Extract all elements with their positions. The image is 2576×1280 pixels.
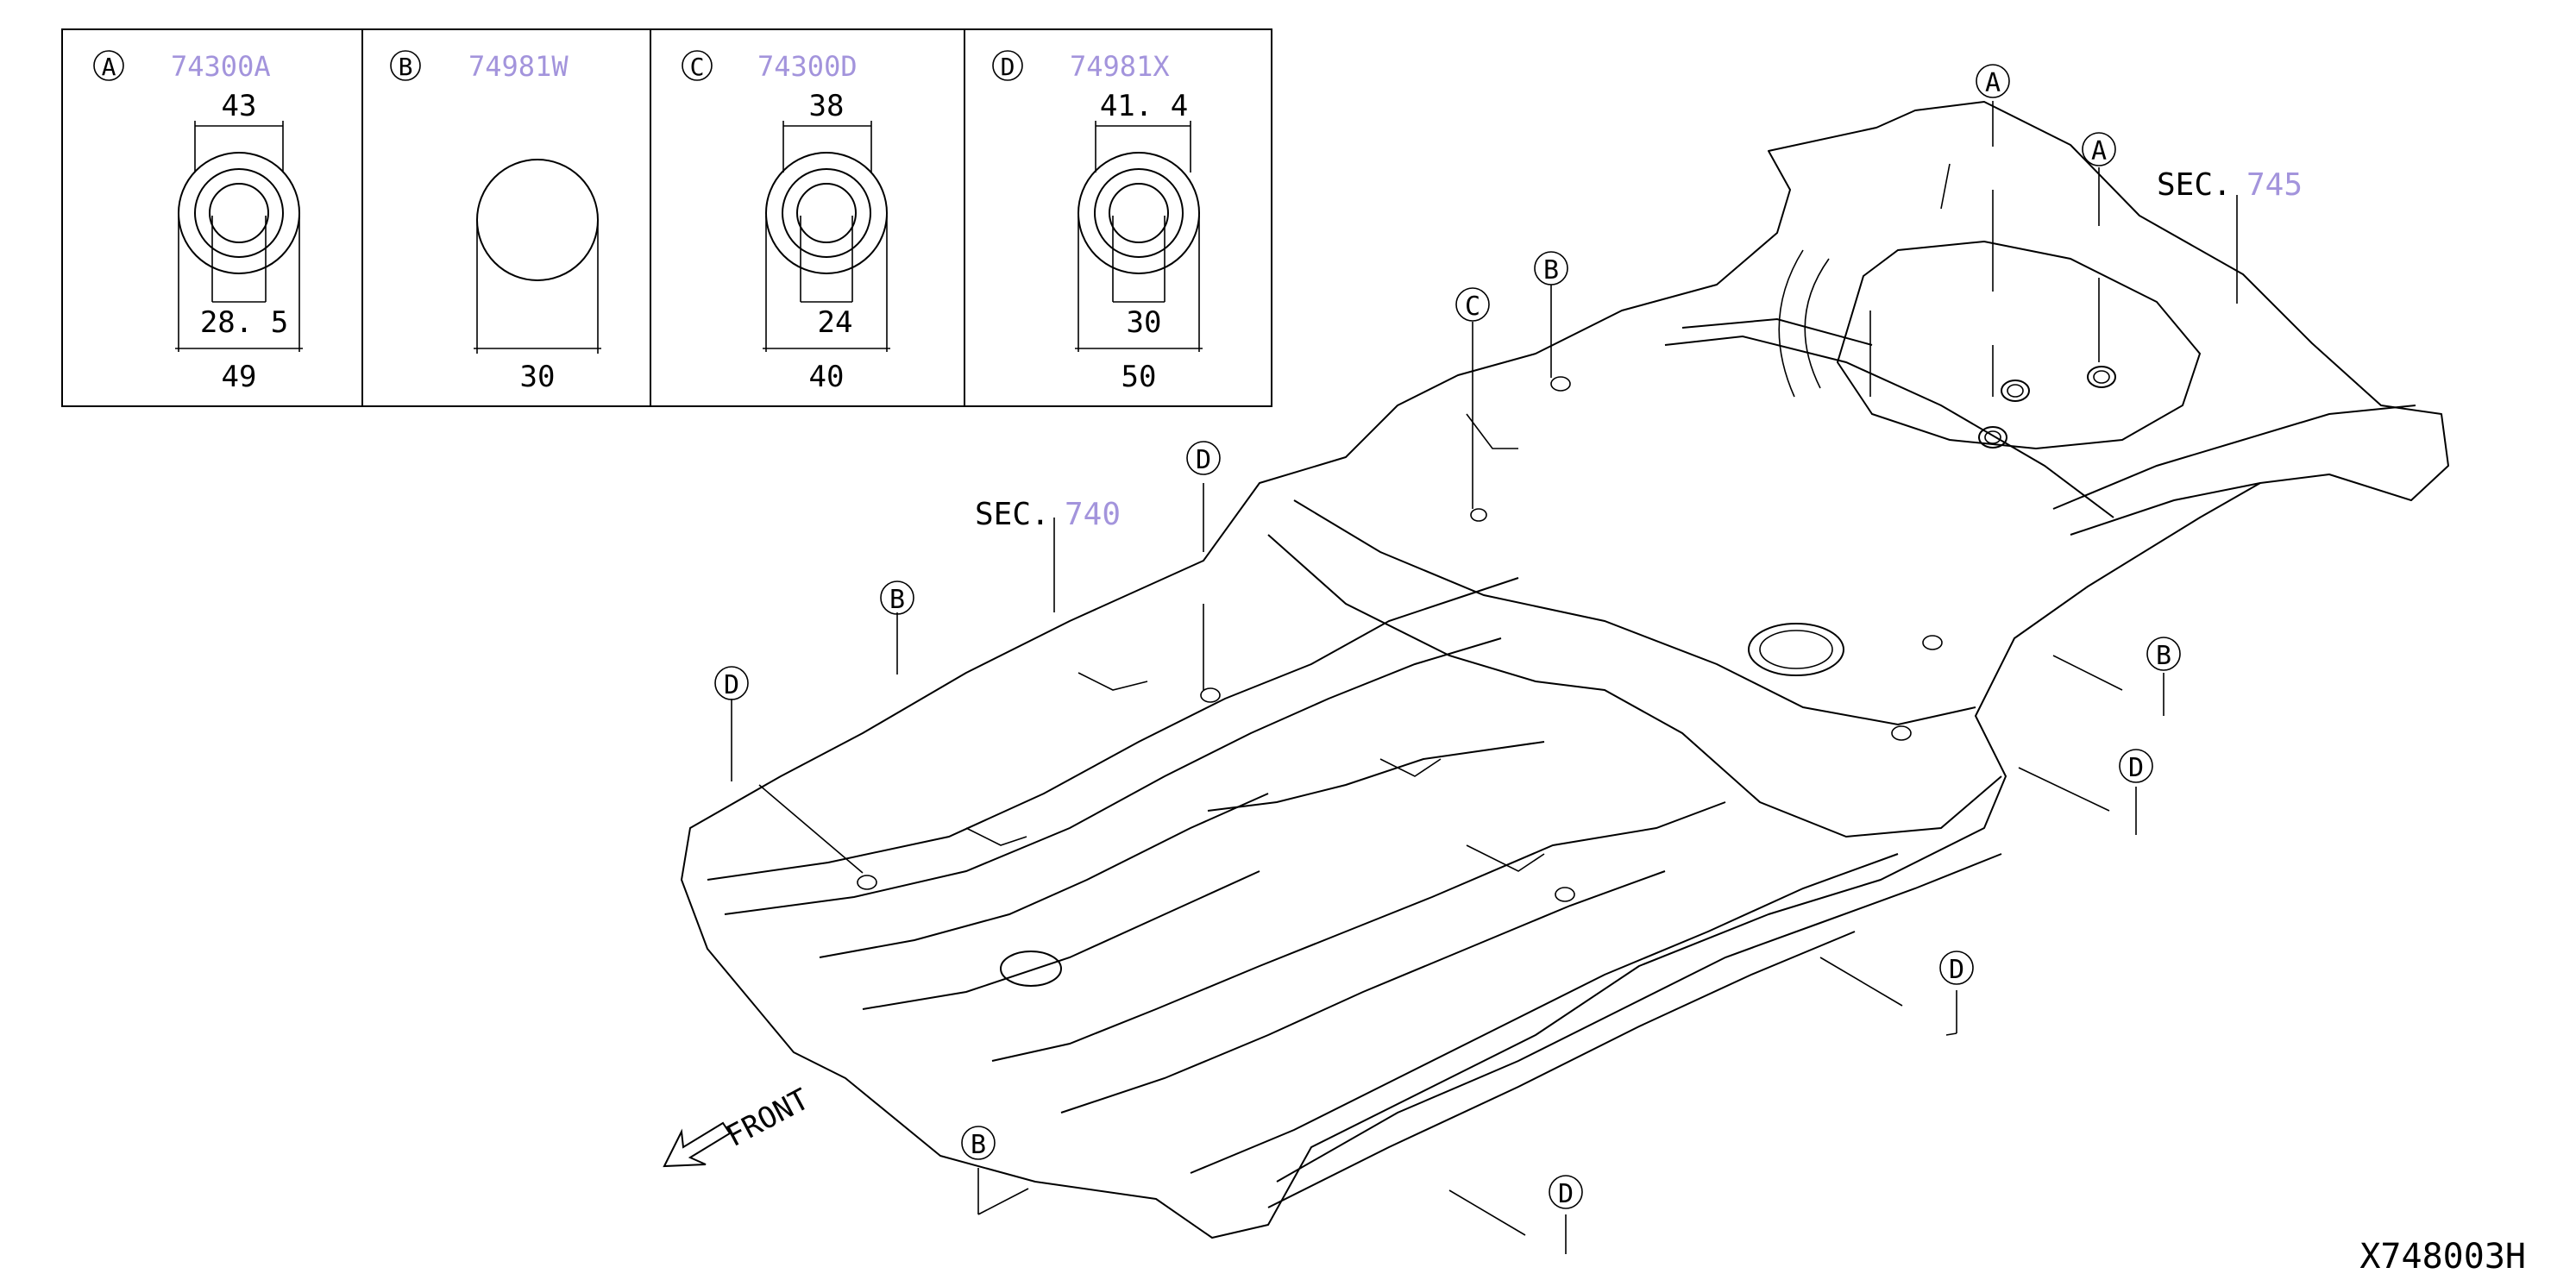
- legend-d-part-number: 74981X: [1070, 50, 1170, 83]
- svg-text:B: B: [1543, 255, 1559, 285]
- legend-b-total-dim: 30: [520, 360, 556, 394]
- callout-c-upper: C: [1455, 287, 1490, 322]
- legend-cell-b: B 74981W 30: [390, 50, 601, 394]
- svg-text:745: 745: [2246, 167, 2303, 203]
- svg-text:D: D: [1949, 955, 1964, 985]
- svg-text:740: 740: [1065, 497, 1121, 532]
- callout-d-left: D: [714, 666, 749, 700]
- legend-d-inner-dim: 30: [1127, 305, 1162, 340]
- front-access-hole: [1000, 951, 1062, 987]
- legend-d-total-dim: 50: [1122, 360, 1157, 394]
- legend-a-total-dim: 49: [222, 360, 257, 394]
- legend-c-part-number: 74300D: [757, 50, 858, 83]
- plug-b-disc: [476, 159, 599, 281]
- front-arrow-icon: [663, 1121, 732, 1168]
- front-label: FRONT: [720, 1082, 814, 1154]
- callout-d-lower-right: D: [1939, 951, 1974, 985]
- legend-cell-d: D 74981X 41. 4 30 50: [992, 50, 1203, 394]
- svg-text:C: C: [1465, 292, 1480, 322]
- svg-text:A: A: [2091, 136, 2107, 166]
- svg-text:D: D: [1558, 1179, 1574, 1209]
- diagram-id: X748003H: [2359, 1237, 2526, 1277]
- legend-cell-a: A 74300A 43 28. 5 49: [93, 50, 303, 394]
- callout-b-right: B: [2146, 637, 2181, 671]
- callout-d-bottom: D: [1549, 1175, 1583, 1209]
- legend-a-part-number: 74300A: [171, 50, 271, 83]
- svg-text:A: A: [1985, 68, 2001, 98]
- plug-d-outer-ring: [1078, 152, 1200, 274]
- center-tunnel: [1267, 534, 2002, 838]
- plug-c-outer-ring: [765, 152, 888, 274]
- svg-text:D: D: [724, 670, 739, 700]
- callout-b-lower: B: [961, 1126, 996, 1160]
- legend-b-part-number: 74981W: [468, 50, 569, 83]
- svg-text:D: D: [1196, 445, 1211, 475]
- svg-text:B: B: [2156, 641, 2171, 671]
- legend-c-outer-dim: 38: [809, 89, 845, 123]
- legend-d-outer-dim: 41. 4: [1100, 89, 1188, 123]
- legend-a-outer-dim: 43: [222, 89, 257, 123]
- legend-b-letter: B: [399, 53, 413, 81]
- callout-a-top: A: [1976, 64, 2010, 98]
- callout-b-left: B: [880, 580, 914, 615]
- plug-legend-table: A 74300A 43 28. 5 49 B 74981W: [61, 28, 1272, 407]
- legend-a-letter: A: [102, 53, 116, 81]
- side-sill: [1276, 853, 2002, 1183]
- svg-text:SEC.: SEC.: [975, 497, 1050, 532]
- section-ref-745: SEC. 745: [2157, 167, 2303, 203]
- access-hole: [1748, 623, 1844, 676]
- floor-panel-outline: [681, 101, 2449, 1239]
- front-direction-indicator: FRONT: [663, 1082, 815, 1168]
- svg-text:SEC.: SEC.: [2157, 167, 2232, 203]
- svg-text:B: B: [889, 585, 905, 615]
- callout-d-right: D: [2119, 749, 2153, 783]
- legend-cell-c: C 74300D 38 24 40: [682, 50, 890, 394]
- spare-tire-well: [1836, 240, 2202, 450]
- leader-lines: [731, 101, 2238, 1254]
- legend-c-letter: C: [690, 53, 705, 81]
- floor-panel-assembly: [681, 101, 2449, 1239]
- front-cross-member: [707, 577, 1519, 881]
- callout-d-upper: D: [1186, 441, 1221, 475]
- callout-b-upper: B: [1534, 251, 1568, 285]
- section-ref-740: SEC. 740: [975, 497, 1121, 532]
- legend-c-inner-dim: 24: [818, 305, 853, 340]
- svg-text:B: B: [971, 1130, 986, 1160]
- legend-d-letter: D: [1001, 53, 1015, 81]
- legend-c-total-dim: 40: [809, 360, 845, 394]
- plug-a-outer-ring: [178, 152, 300, 274]
- callout-a-right: A: [2082, 132, 2116, 166]
- svg-text:D: D: [2128, 753, 2144, 783]
- legend-a-inner-dim: 28. 5: [200, 305, 288, 340]
